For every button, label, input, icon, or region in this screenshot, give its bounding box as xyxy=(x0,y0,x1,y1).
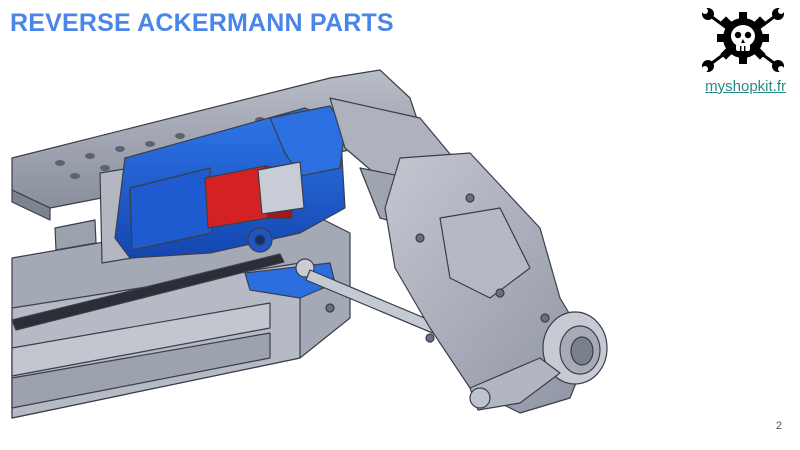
cad-render-image xyxy=(11,69,608,419)
gear-skull-wrench-icon xyxy=(702,8,784,72)
slide-title: REVERSE ACKERMANN PARTS xyxy=(10,9,394,37)
page-number: 2 xyxy=(775,420,782,432)
website-link[interactable]: myshopkit.fr xyxy=(705,78,786,95)
